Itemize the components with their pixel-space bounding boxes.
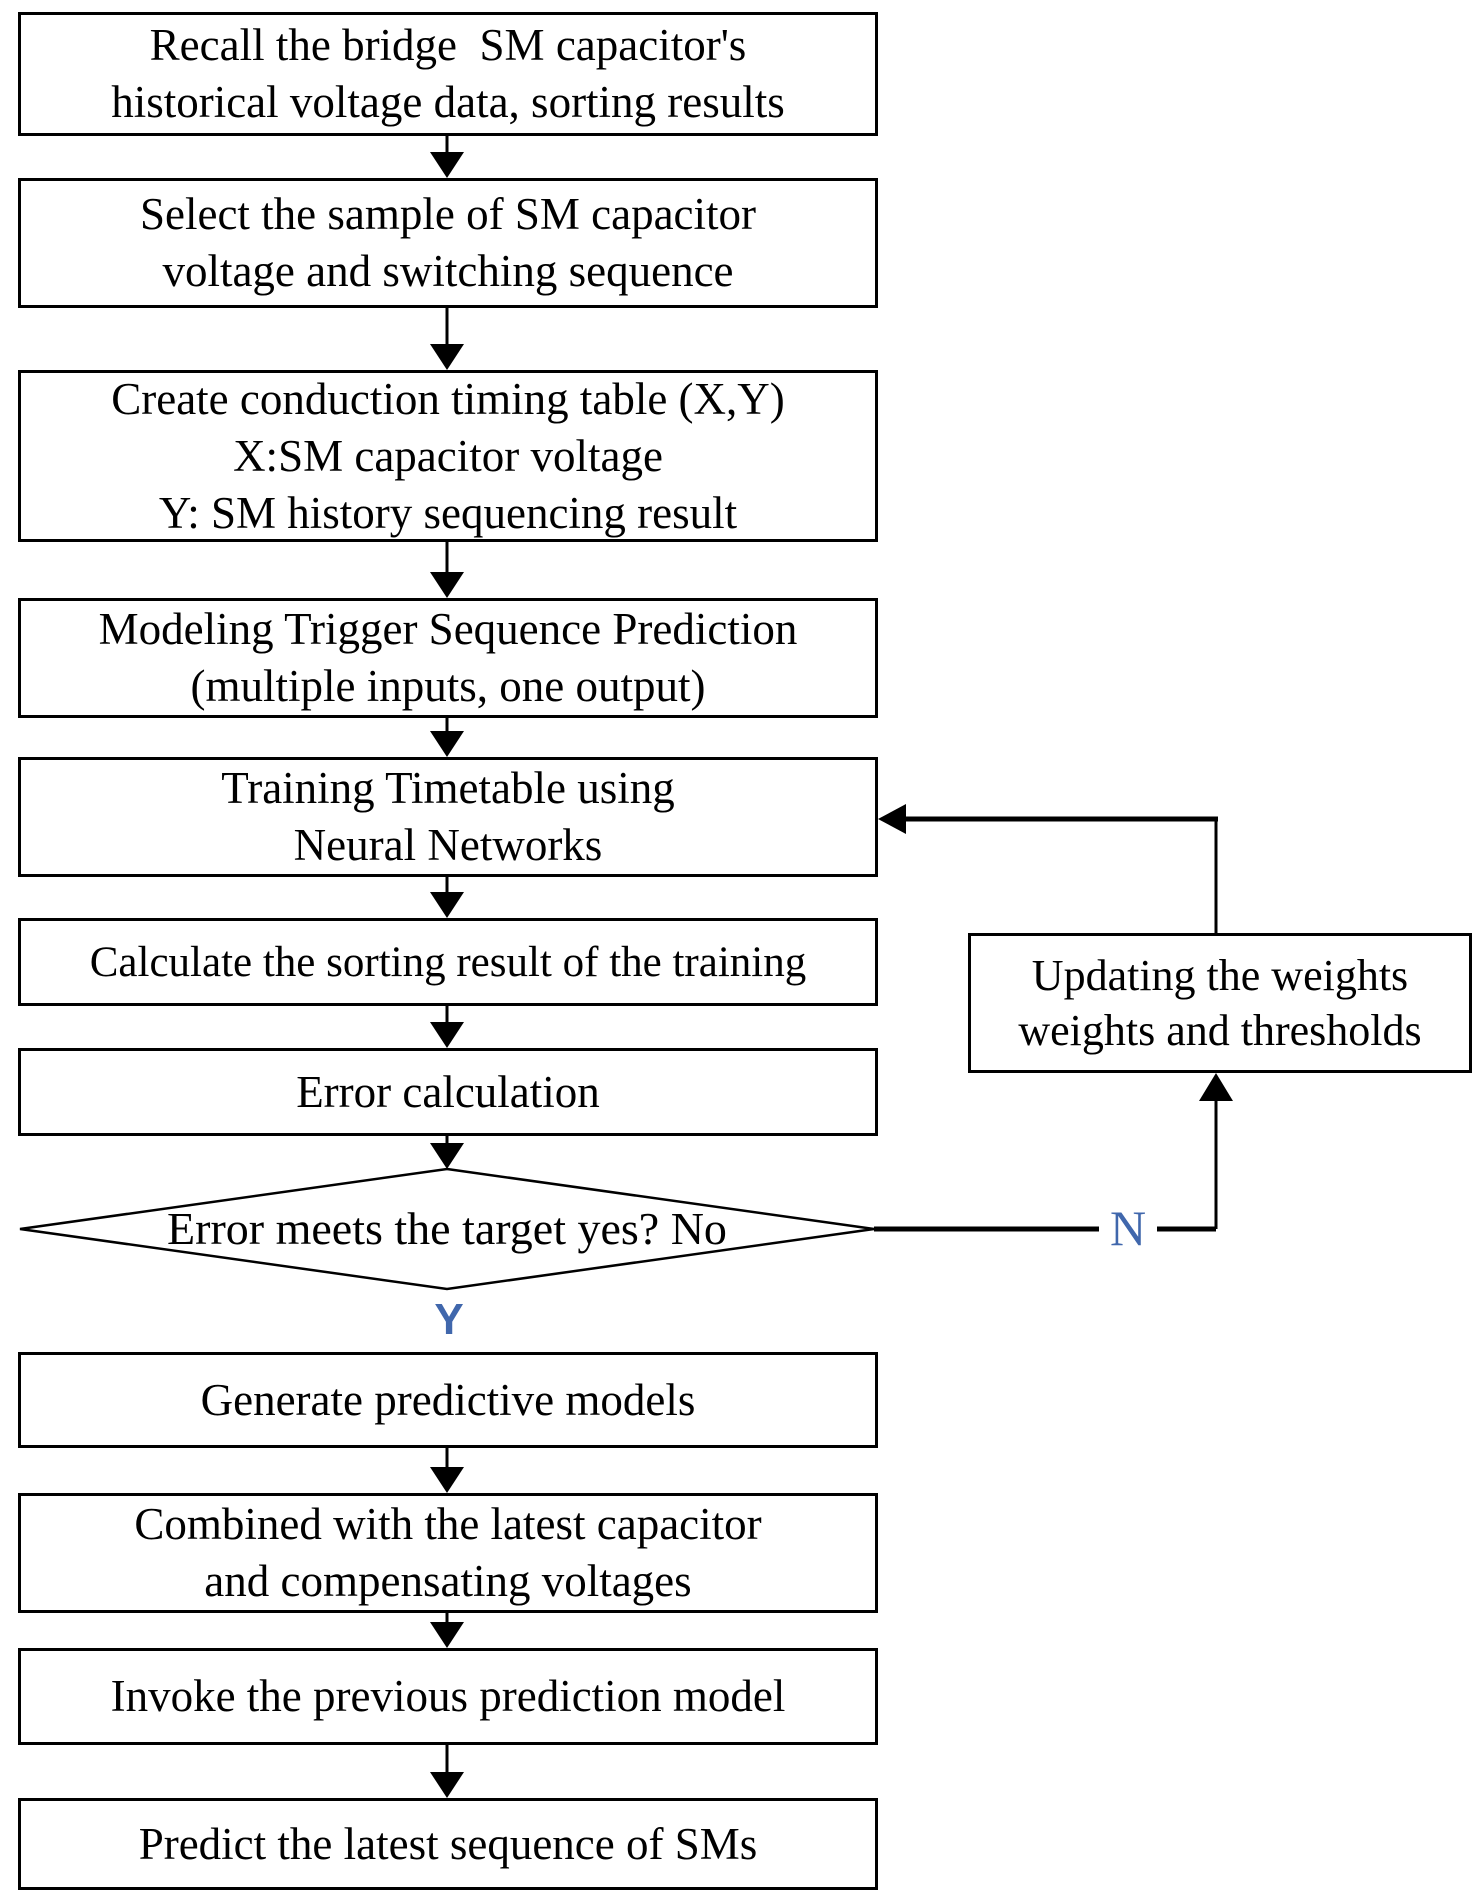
node-combined-voltages: Combined with the latest capacitor and c… [18, 1493, 878, 1613]
node-select-sample: Select the sample of SM capacitor voltag… [18, 178, 878, 308]
node-text-line: Training Timetable using [221, 763, 675, 813]
node-text-line: weights and thresholds [1018, 1006, 1422, 1055]
feedback-path [874, 804, 1233, 1232]
node-training-neural-networks: Training Timetable using Neural Networks [18, 757, 878, 877]
node-text-line: historical voltage data, sorting results [111, 77, 785, 127]
node-text-line: and compensating voltages [204, 1556, 692, 1606]
node-text-line: Modeling Trigger Sequence Prediction [98, 604, 798, 654]
node-text-line: Create conduction timing table (X,Y) [111, 373, 785, 424]
decision-no-label: N [1099, 1202, 1157, 1254]
decision-diamond-shape [19, 1167, 875, 1291]
node-modeling-prediction: Modeling Trigger Sequence Prediction (mu… [18, 598, 878, 718]
node-text-line: Invoke the previous prediction model [110, 1671, 786, 1721]
node-text-line: voltage and switching sequence [162, 246, 734, 296]
node-generate-models: Generate predictive models [18, 1352, 878, 1448]
node-text-line: X:SM capacitor voltage [233, 430, 663, 481]
node-text-line: Select the sample of SM capacitor [139, 189, 757, 239]
node-text-line: Neural Networks [293, 820, 603, 870]
node-text-line: Predict the latest sequence of SMs [138, 1818, 758, 1869]
node-predict-sequence: Predict the latest sequence of SMs [18, 1798, 878, 1890]
node-updating-weights: Updating the weights weights and thresho… [968, 933, 1472, 1073]
node-text-line: Generate predictive models [200, 1374, 696, 1425]
node-text-line: Error calculation [296, 1066, 600, 1117]
node-text-line: Combined with the latest capacitor [134, 1499, 762, 1549]
node-text-line: Y: SM history sequencing result [158, 487, 738, 538]
node-create-timing-table: Create conduction timing table (X,Y) X:S… [18, 370, 878, 542]
node-text-line: Recall the bridge SM capacitor's [149, 20, 747, 70]
flow-arrow-down [430, 136, 464, 1798]
decision-yes-label: Y [434, 1295, 464, 1344]
node-text-line: Calculate the sorting result of the trai… [89, 938, 807, 986]
node-error-calculation: Error calculation [18, 1048, 878, 1136]
node-invoke-prediction-model: Invoke the previous prediction model [18, 1648, 878, 1745]
decision-error-meets-target: Error meets the target yes? No [167, 1203, 727, 1254]
node-recall-history: Recall the bridge SM capacitor's histori… [18, 12, 878, 136]
node-text-line: Updating the weights [1031, 951, 1409, 1000]
node-text-line: (multiple inputs, one output) [190, 661, 706, 711]
node-calculate-sorting-result: Calculate the sorting result of the trai… [18, 918, 878, 1006]
